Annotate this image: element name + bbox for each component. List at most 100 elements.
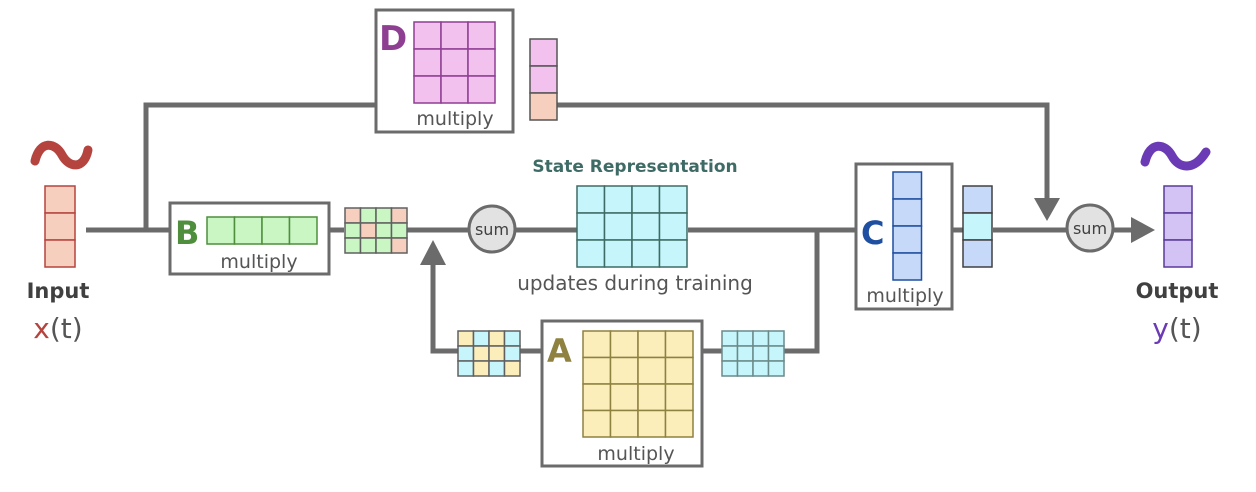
state-cell: [576, 185, 606, 214]
b-out-cell: [344, 237, 362, 254]
b-out-cell: [359, 207, 377, 224]
state-cell: [631, 212, 661, 241]
a-output-grid: [721, 330, 785, 377]
state-cell: [603, 212, 633, 241]
d-block: D multiply: [374, 8, 558, 134]
state-cell: [658, 185, 688, 214]
state-cell: [603, 185, 633, 214]
arrowheads: [420, 198, 1155, 265]
state-cell: [658, 239, 688, 268]
output-vector: [1163, 185, 1193, 268]
input-label: Input: [27, 279, 90, 303]
output-wave-icon: [1140, 141, 1211, 171]
state-cell: [576, 212, 606, 241]
d-letter: D: [379, 19, 407, 59]
c-out-cell: [962, 185, 993, 214]
input-var: x: [33, 312, 50, 345]
b-out-cell: [390, 237, 408, 254]
a-in-cell: [488, 330, 506, 347]
state-cell: [658, 212, 688, 241]
b-out-cell: [359, 222, 377, 239]
c-op-label: multiply: [866, 285, 943, 307]
b-letter: B: [175, 214, 199, 252]
a-in-cell: [503, 330, 521, 347]
d-op-label: multiply: [416, 108, 493, 130]
sum-label-1: sum: [475, 220, 509, 239]
a-out-cell: [721, 330, 739, 347]
a-in-cell: [503, 360, 521, 377]
input-cell: [44, 212, 76, 241]
a-in-cell: [488, 345, 506, 362]
d-matrix-cell: [440, 75, 469, 104]
d-arrow-icon: [1034, 198, 1060, 221]
c-block: C multiply: [854, 162, 993, 311]
d-out-cell: [529, 38, 558, 67]
d-to-output-line: [557, 102, 1050, 200]
a-out-cell: [721, 345, 739, 362]
sum-label-2: sum: [1073, 219, 1107, 238]
a-out-cell: [752, 330, 770, 347]
d-matrix-cell: [413, 75, 442, 104]
output-var: y: [1152, 312, 1169, 345]
output-cell: [1163, 239, 1193, 268]
c-letter: C: [861, 214, 884, 252]
c-matrix-cell: [892, 171, 923, 200]
output-expression: y(t): [1152, 312, 1201, 345]
a-matrix-cell: [609, 409, 639, 438]
state-cell: [631, 185, 661, 214]
d-matrix-cell: [440, 21, 469, 50]
d-branch-line: [143, 102, 376, 230]
a-in-cell: [457, 330, 475, 347]
b-block: B multiply: [168, 201, 408, 276]
c-output-vector: [962, 185, 993, 268]
b-out-cell: [344, 207, 362, 224]
state-cell: [631, 239, 661, 268]
output-arg: (t): [1169, 312, 1202, 345]
c-matrix-cell: [892, 198, 923, 227]
state-subtitle: updates during training: [517, 271, 753, 295]
b-op-label: multiply: [220, 251, 297, 273]
state-grid: [576, 185, 688, 268]
sum-node-2: sum: [1065, 203, 1115, 253]
b-output-grid: [344, 207, 408, 254]
a-in-cell: [457, 360, 475, 377]
a-matrix-cell: [664, 356, 694, 385]
b-out-cell: [375, 207, 393, 224]
d-matrix-cell: [467, 21, 496, 50]
a-matrix-cell: [637, 356, 667, 385]
a-out-cell: [767, 360, 785, 377]
c-out-cell: [962, 239, 993, 268]
b-out-cell: [375, 222, 393, 239]
input-wave-icon: [30, 140, 93, 170]
input-block: Input x(t): [27, 140, 93, 345]
b-out-cell: [390, 207, 408, 224]
d-matrix-cell: [467, 48, 496, 77]
b-matrix-cell: [261, 216, 291, 245]
a-matrix: [582, 330, 694, 438]
b-out-cell: [375, 237, 393, 254]
b-out-cell: [359, 237, 377, 254]
a-in-cell: [472, 330, 490, 347]
d-output-vector: [529, 38, 558, 121]
a-matrix-cell: [582, 383, 612, 412]
input-cell: [44, 185, 76, 214]
output-cell: [1163, 185, 1193, 214]
a-matrix-cell: [609, 383, 639, 412]
a-matrix-cell: [582, 409, 612, 438]
sum-node-1: sum: [467, 204, 517, 254]
a-matrix-cell: [637, 383, 667, 412]
d-out-cell: [529, 92, 558, 121]
a-in-cell: [457, 345, 475, 362]
a-matrix-cell: [609, 330, 639, 359]
c-matrix-cell: [892, 252, 923, 281]
a-matrix-cell: [664, 383, 694, 412]
input-arg: (t): [50, 312, 83, 345]
d-out-cell: [529, 65, 558, 94]
a-matrix-cell: [664, 330, 694, 359]
d-matrix-cell: [413, 48, 442, 77]
c-matrix-cell: [892, 225, 923, 254]
a-block: A multiply: [457, 319, 785, 468]
b-out-cell: [344, 222, 362, 239]
a-out-cell: [752, 360, 770, 377]
